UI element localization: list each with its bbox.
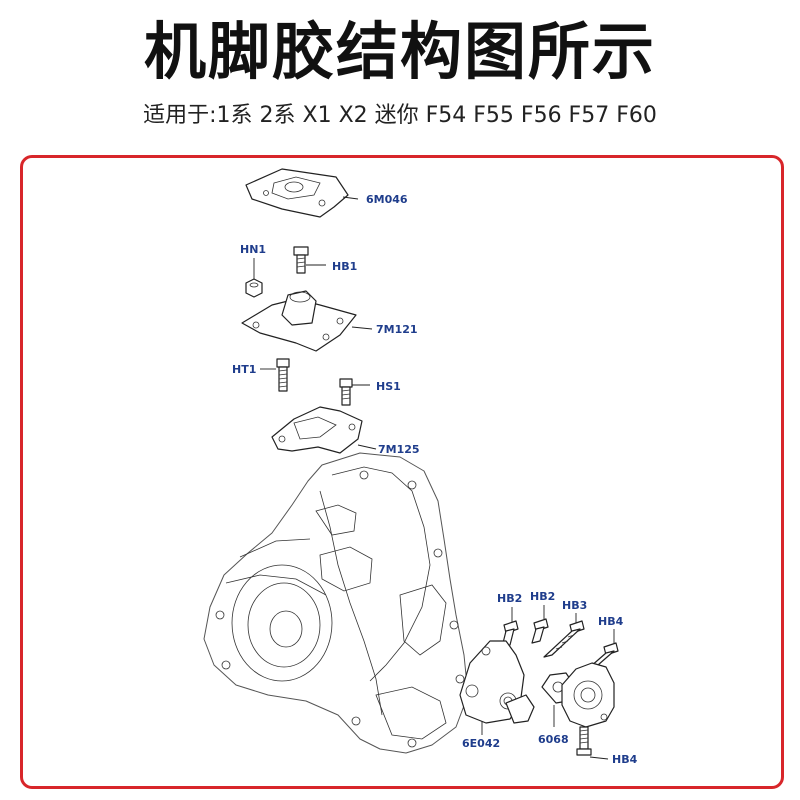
bolt-hb1-part xyxy=(293,246,326,274)
nut-hn1-part xyxy=(245,258,263,298)
bolt-hs1-part xyxy=(339,378,370,406)
label-ht1: HT1 xyxy=(232,363,256,376)
label-hb2-b: HB2 xyxy=(530,590,555,603)
label-6068: 6068 xyxy=(538,733,569,746)
page-title: 机脚胶结构图所示 xyxy=(143,15,656,88)
bolt-hb4-bottom-part xyxy=(576,726,609,760)
label-hb3: HB3 xyxy=(562,599,587,612)
label-hn1: HN1 xyxy=(240,243,266,256)
label-7m121: 7M121 xyxy=(376,323,418,336)
bolt-hb3-part xyxy=(543,613,585,658)
compatibility-subtitle: 适用于:1系 2系 X1 X2 迷你 F54 F55 F56 F57 F60 xyxy=(143,103,657,128)
label-6m046: 6M046 xyxy=(366,193,408,206)
label-hb2-a: HB2 xyxy=(497,592,522,605)
exploded-parts-diagram: 6M046 HN1 HB1 7M121 HT1 HS1 xyxy=(203,168,638,766)
rear-mount-part xyxy=(541,662,615,728)
label-7m125: 7M125 xyxy=(378,443,420,456)
mount-cover-part xyxy=(245,168,359,218)
label-6e042: 6E042 xyxy=(462,737,500,750)
bolt-ht1-part xyxy=(260,358,290,392)
transmission-housing-part xyxy=(203,452,469,754)
upper-mount-part xyxy=(241,290,373,352)
bolt-hb2-b-part xyxy=(531,605,549,644)
label-hb1: HB1 xyxy=(332,260,357,273)
bolt-hb4-top-part xyxy=(589,629,619,668)
label-hs1: HS1 xyxy=(376,380,401,393)
label-hb4-bottom: HB4 xyxy=(612,753,638,766)
label-hb4-top: HB4 xyxy=(598,615,624,628)
rear-bracket-part xyxy=(459,640,535,735)
bracket-part xyxy=(271,406,377,454)
